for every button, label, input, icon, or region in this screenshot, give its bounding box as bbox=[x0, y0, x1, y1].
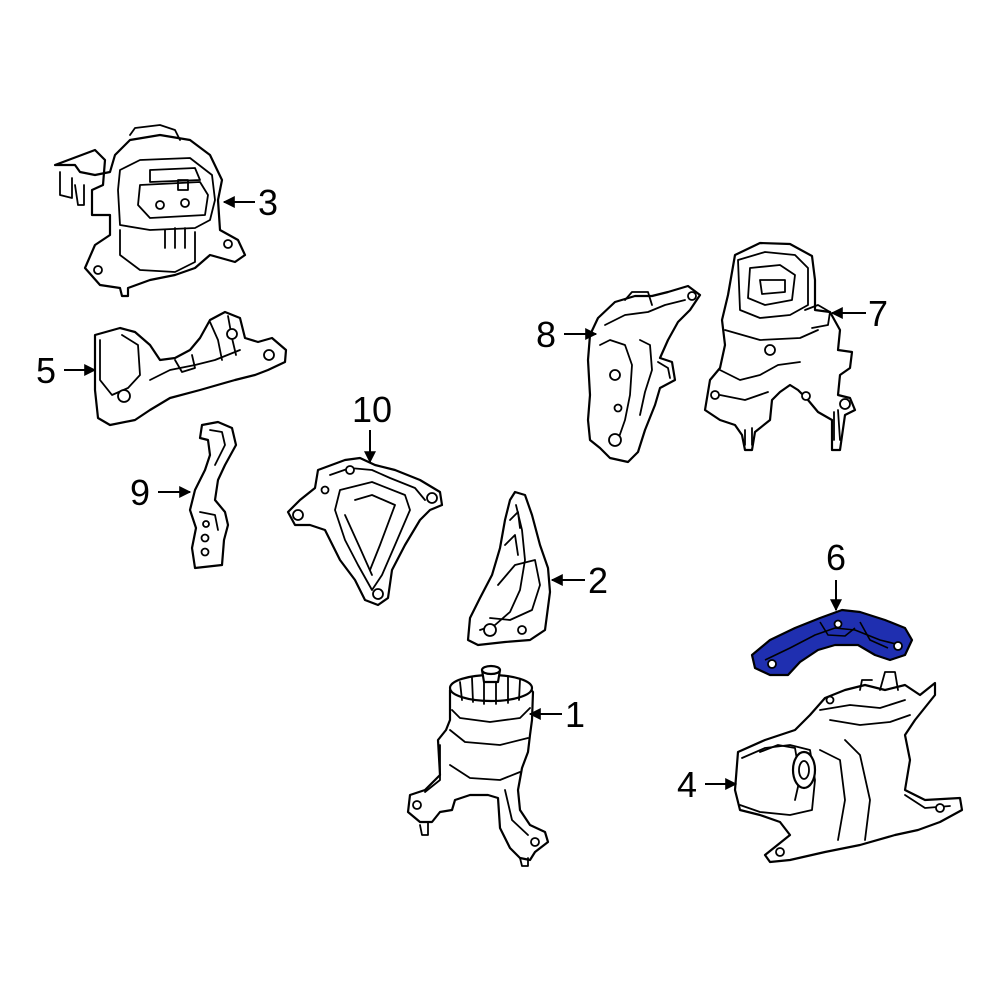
part-2-plate-bracket[interactable] bbox=[466, 490, 552, 647]
callout-label-6: 6 bbox=[826, 537, 846, 578]
callout-6: 6 bbox=[826, 537, 846, 612]
callout-label-3: 3 bbox=[258, 182, 278, 223]
part-5-bracket[interactable] bbox=[93, 310, 288, 427]
callout-label-2: 2 bbox=[588, 560, 608, 601]
callout-10: 10 bbox=[352, 389, 392, 464]
part-8-bracket[interactable] bbox=[586, 284, 702, 464]
part-3-engine-mount[interactable] bbox=[53, 124, 247, 298]
part-1-cylinder-mount[interactable] bbox=[406, 664, 550, 867]
callout-3: 3 bbox=[222, 182, 278, 223]
callout-9: 9 bbox=[130, 472, 192, 513]
part-6-highlighted-bracket[interactable] bbox=[750, 608, 914, 677]
callout-1: 1 bbox=[528, 694, 585, 735]
callout-label-1: 1 bbox=[565, 694, 585, 735]
part-9-hook-bracket[interactable] bbox=[188, 420, 238, 570]
part-7-tall-mount[interactable] bbox=[703, 241, 857, 452]
callout-label-4: 4 bbox=[677, 764, 697, 805]
callout-2: 2 bbox=[550, 560, 608, 601]
part-10-triangular-bracket[interactable] bbox=[286, 456, 444, 607]
part-4-lower-mount[interactable] bbox=[733, 671, 964, 864]
callout-label-10: 10 bbox=[352, 389, 392, 430]
callout-label-9: 9 bbox=[130, 472, 150, 513]
callout-4: 4 bbox=[677, 764, 738, 805]
callout-label-5: 5 bbox=[36, 350, 56, 391]
callout-label-8: 8 bbox=[536, 314, 556, 355]
callout-5: 5 bbox=[36, 350, 97, 391]
callout-label-7: 7 bbox=[868, 293, 888, 334]
callout-8: 8 bbox=[536, 314, 598, 355]
callout-7: 7 bbox=[830, 293, 888, 334]
